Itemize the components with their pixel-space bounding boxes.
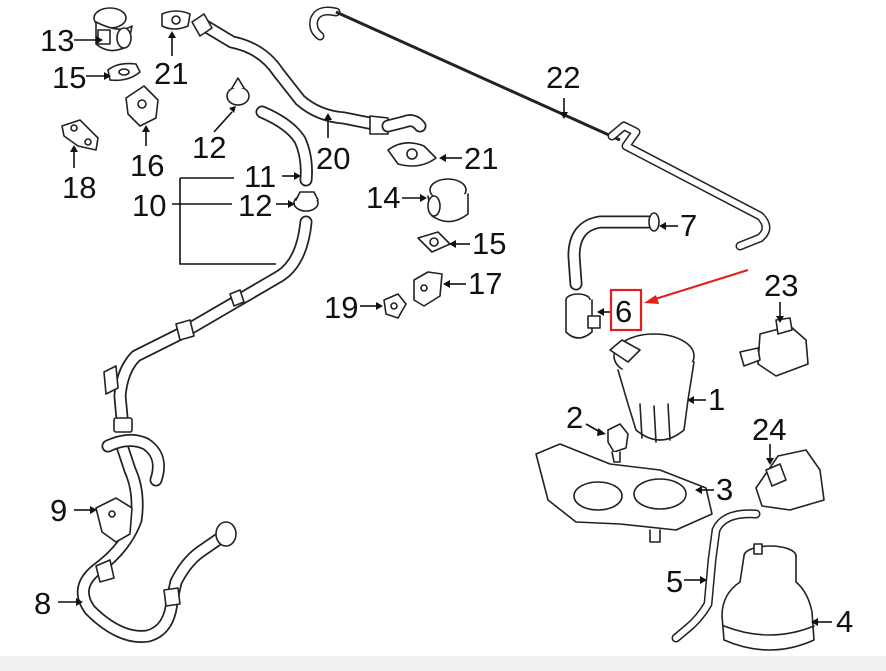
leader-lines bbox=[58, 31, 832, 626]
callout-5: 5 bbox=[666, 564, 683, 599]
part-23-solenoid bbox=[739, 317, 809, 377]
callout-6: 6 bbox=[615, 294, 632, 329]
callout-12: 12 bbox=[192, 130, 226, 165]
part-8-hose bbox=[76, 434, 237, 643]
callout-15: 15 bbox=[52, 60, 86, 95]
part-5-tube bbox=[671, 509, 761, 643]
part-6-connector bbox=[565, 293, 601, 339]
exploded-parts-drawing: 13 15 21 16 18 12 11 10 12 20 21 14 15 1… bbox=[34, 6, 853, 651]
callout-9: 9 bbox=[50, 493, 67, 528]
callout-8: 8 bbox=[34, 586, 51, 621]
part-19-bracket bbox=[383, 293, 407, 319]
callout-20: 20 bbox=[316, 141, 350, 176]
part-18-gasket bbox=[61, 119, 99, 151]
callout-22: 22 bbox=[546, 60, 580, 95]
part-13-valve bbox=[93, 7, 133, 52]
callout-21: 21 bbox=[154, 56, 188, 91]
part-21-gasket bbox=[161, 10, 191, 30]
part-11-hose bbox=[255, 105, 313, 187]
part-15-gasket-mid bbox=[417, 231, 451, 253]
part-21-gasket-mid bbox=[387, 142, 437, 167]
part-14-valve bbox=[427, 178, 469, 223]
callout-18: 18 bbox=[62, 170, 96, 205]
part-20-pipe bbox=[191, 13, 427, 135]
part-9-bracket bbox=[95, 497, 133, 543]
callout-23: 23 bbox=[764, 268, 798, 303]
part-17-bracket bbox=[413, 271, 443, 307]
callout-2: 2 bbox=[566, 400, 583, 435]
part-22-line bbox=[309, 6, 771, 251]
callout-4: 4 bbox=[836, 604, 853, 639]
callout-1: 1 bbox=[708, 382, 725, 417]
part-16-bracket bbox=[125, 85, 159, 127]
callout-10: 10 bbox=[132, 188, 166, 223]
callout-16: 16 bbox=[130, 148, 164, 183]
callout-21-mid: 21 bbox=[464, 141, 498, 176]
part-4-canister bbox=[721, 543, 815, 651]
callout-19: 19 bbox=[324, 290, 358, 325]
callout-11: 11 bbox=[244, 159, 276, 194]
callout-14: 14 bbox=[366, 180, 400, 215]
part-2-connector bbox=[607, 423, 629, 463]
part-3-bracket bbox=[535, 443, 713, 543]
callout-6-highlight bbox=[609, 269, 749, 332]
callout-24: 24 bbox=[752, 412, 786, 447]
part-24-bracket bbox=[755, 449, 825, 511]
callout-labels: 13 15 21 16 18 12 11 10 12 20 21 14 15 1… bbox=[34, 23, 853, 639]
part-12-clamp bbox=[226, 77, 250, 106]
callout-17: 17 bbox=[468, 266, 502, 301]
callout-12-lower: 12 bbox=[238, 188, 272, 223]
callout-7: 7 bbox=[680, 208, 697, 243]
part-15-gasket bbox=[107, 62, 141, 82]
part-10-hose-assembly bbox=[103, 215, 313, 433]
part-1-air-pump bbox=[609, 333, 695, 443]
callout-13: 13 bbox=[40, 23, 74, 58]
part-7-hose bbox=[567, 212, 660, 291]
callout-15-mid: 15 bbox=[472, 226, 506, 261]
part-12-clamp-lower bbox=[293, 191, 319, 212]
callout-3: 3 bbox=[716, 472, 733, 507]
footer-strip bbox=[0, 656, 886, 671]
